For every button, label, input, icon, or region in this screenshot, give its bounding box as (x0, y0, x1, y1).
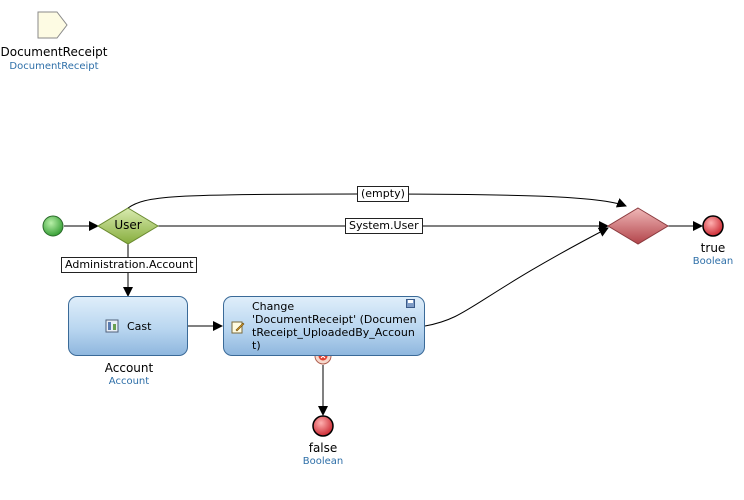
parameter-type: DocumentReceipt (9, 61, 99, 72)
end-true-value: true (700, 241, 726, 255)
end-event-true[interactable] (702, 215, 724, 237)
decision-label: User (114, 218, 142, 232)
change-line-2: 'DocumentReceipt' (Documen (252, 313, 417, 326)
save-icon (406, 299, 415, 308)
cast-output-name: Account (104, 361, 154, 375)
start-event[interactable] (42, 215, 64, 237)
change-line-1: Change (252, 300, 295, 313)
change-line-3: tReceipt_UploadedBy_Accoun (252, 326, 415, 339)
decision-user[interactable] (97, 207, 159, 245)
flow-change-to-merge[interactable] (424, 227, 609, 327)
cast-output-type: Account (108, 376, 150, 387)
cast-activity[interactable]: Cast (68, 296, 188, 356)
edge-label-empty: (empty) (357, 186, 409, 202)
cast-label: Cast (127, 320, 152, 333)
edge-label-administration-account: Administration.Account (61, 257, 198, 273)
edge-label-system-user: System.User (345, 218, 423, 234)
end-false-value: false (308, 441, 338, 455)
change-object-activity[interactable]: Change 'DocumentReceipt' (Documen tRecei… (223, 296, 425, 356)
change-line-4: t) (252, 339, 261, 352)
parameter-name: DocumentReceipt (0, 45, 108, 59)
end-true-type: Boolean (692, 256, 734, 267)
end-false-type: Boolean (302, 456, 344, 467)
end-event-false[interactable] (312, 415, 334, 437)
change-object-icon (231, 321, 245, 334)
cast-icon (105, 319, 119, 333)
merge-diamond[interactable] (607, 207, 669, 245)
parameter-shape[interactable] (37, 11, 68, 39)
